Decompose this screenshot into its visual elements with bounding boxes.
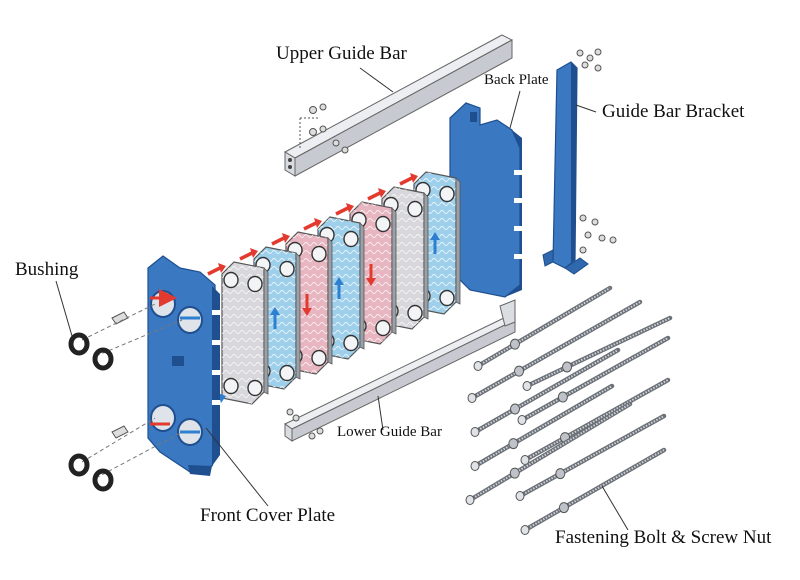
bushing-ring: [92, 468, 114, 492]
plate-port: [247, 379, 263, 397]
bolt-head: [522, 381, 532, 391]
leader-guide-bar-bracket: [575, 104, 597, 113]
fastening-bolt: [517, 335, 671, 425]
plate-pack: [207, 171, 461, 406]
hot-flow-arrow: [239, 251, 253, 261]
fastening-bolt: [522, 315, 673, 391]
screw-nut: [555, 468, 566, 480]
screw-nut: [509, 338, 520, 350]
fastening-bolt: [515, 413, 667, 501]
bolt-head: [520, 525, 530, 535]
plate-port: [407, 304, 423, 322]
bracket-screws: [576, 48, 617, 254]
bushing-ring: [92, 347, 114, 371]
hot-flow-arrow: [207, 266, 221, 276]
hot-flow-arrow: [399, 176, 413, 186]
label-guide-bar-bracket: Guide Bar Bracket: [602, 101, 745, 122]
plate-port: [375, 319, 391, 337]
plate-port: [407, 200, 423, 218]
fastening-bolt: [467, 299, 643, 403]
leader-front-cover-plate: [205, 427, 269, 507]
fastening-bolt: [520, 447, 667, 535]
hot-flow-arrow: [335, 206, 349, 216]
plate-port: [311, 245, 327, 263]
leader-fastening-bolt: [601, 485, 629, 531]
screw-nut: [508, 438, 519, 450]
label-back-plate: Back Plate: [484, 72, 549, 88]
label-upper-guide-bar: Upper Guide Bar: [276, 43, 407, 64]
back-plate: [449, 102, 522, 298]
plate-port: [375, 215, 391, 233]
bushing-ring: [68, 332, 90, 356]
fastening-bolt: [470, 383, 615, 471]
screw-nut: [558, 502, 569, 514]
plate-port: [223, 271, 239, 289]
leader-upper-guide-bar: [359, 67, 394, 93]
bushing-ring: [68, 453, 90, 477]
fastening-bolt: [470, 347, 621, 437]
fastening-bolt: [473, 285, 613, 371]
screw-nut: [514, 365, 525, 377]
bolt-head: [465, 495, 475, 505]
plate-port: [343, 230, 359, 248]
fastening-bolt: [465, 401, 633, 505]
label-bushing: Bushing: [15, 259, 79, 280]
screw-nut: [557, 391, 568, 403]
fastening-bolt-set: [465, 285, 673, 535]
bolt-head: [515, 491, 525, 501]
bolt-head: [470, 427, 480, 437]
fastening-bolt: [520, 377, 671, 465]
bolt-head: [470, 461, 480, 471]
leader-lower-guide-bar: [377, 395, 384, 431]
screw-nut: [510, 403, 521, 415]
hot-flow-arrow: [367, 191, 381, 201]
plate-port: [311, 349, 327, 367]
plate-port: [247, 275, 263, 293]
hot-flow-arrow: [303, 221, 317, 231]
label-front-cover-plate: Front Cover Plate: [200, 505, 336, 526]
leader-back-plate: [509, 90, 521, 129]
heat-transfer-plate: [207, 261, 269, 406]
plate-port: [439, 289, 455, 307]
plate-port: [223, 377, 239, 395]
upper-bar-screws: [299, 103, 349, 154]
plate-port: [439, 185, 455, 203]
bolt-head: [473, 361, 483, 371]
plate-port: [279, 364, 295, 382]
leader-bushing: [55, 280, 73, 337]
label-lower-guide-bar: Lower Guide Bar: [337, 424, 442, 440]
nameplate: [172, 356, 184, 366]
guide-bar-bracket: [542, 48, 617, 275]
screw-nut: [562, 361, 573, 373]
plate-port: [279, 260, 295, 278]
front-cover-plate: [81, 255, 220, 479]
front-studs: [111, 311, 129, 439]
hot-flow-arrow: [271, 236, 285, 246]
bolt-head: [467, 393, 477, 403]
bolt-head: [517, 415, 527, 425]
upper-guide-bar: [283, 34, 514, 177]
label-fastening-bolt-screw-nut: Fastening Bolt & Screw Nut: [555, 527, 772, 548]
bushing-set: [68, 332, 114, 492]
screw-nut: [509, 467, 520, 479]
plate-port: [343, 334, 359, 352]
lower-guide-bar: [284, 299, 517, 442]
leader-lines: [55, 67, 629, 531]
